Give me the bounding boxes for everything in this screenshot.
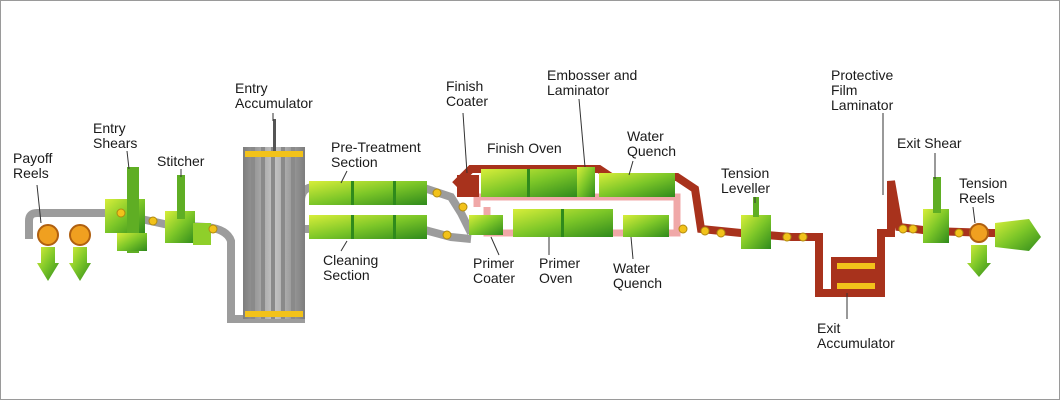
payoff-reel-1 (37, 224, 59, 281)
water-quench-top (599, 173, 675, 197)
label-embosser-laminator: Embosser and Laminator (547, 67, 638, 98)
label-finish-oven: Finish Oven (487, 140, 562, 156)
water-quench-bottom (623, 215, 669, 237)
exit-shear (923, 177, 949, 243)
stitcher (165, 175, 211, 245)
primer-oven (513, 209, 613, 237)
label-tension-leveller: Tension Leveller (721, 165, 771, 196)
label-exit-shear: Exit Shear (897, 135, 962, 151)
cleaning-section (309, 215, 427, 239)
label-entry-accumulator: Entry Accumulator (235, 80, 313, 111)
label-water-quench-bottom: Water Quench (613, 260, 663, 291)
label-stitcher: Stitcher (157, 153, 205, 169)
embosser-laminator (577, 167, 595, 197)
label-pre-treatment-section: Pre-Treatment Section (331, 139, 421, 170)
label-entry-shears: Entry Shears (93, 120, 138, 151)
tension-reels (967, 219, 1041, 277)
pre-treatment-section (309, 181, 427, 205)
payoff-reel-2 (69, 224, 91, 281)
tension-leveller (741, 197, 771, 249)
exit-accumulator (831, 257, 881, 293)
label-protective-film-laminator: Protective Film Laminator (831, 67, 894, 113)
label-water-quench-top: Water Quench (627, 128, 677, 159)
entry-accumulator (243, 119, 305, 319)
label-primer-oven: Primer Oven (539, 255, 581, 286)
line-rollers (116, 188, 964, 242)
label-tension-reels: Tension Reels (959, 175, 1008, 206)
entry-shears (105, 167, 147, 253)
finish-coater (457, 175, 479, 197)
label-exit-accumulator: Exit Accumulator (817, 320, 895, 351)
finish-oven (481, 169, 577, 197)
label-primer-coater: Primer Coater (473, 255, 516, 286)
label-payoff-reels: Payoff Reels (13, 150, 53, 181)
label-cleaning-section: Cleaning Section (323, 252, 379, 283)
entry-strip-path (25, 183, 475, 323)
primer-coater (469, 215, 503, 235)
label-finish-coater: Finish Coater (446, 78, 489, 109)
label-leader-lines (36, 98, 976, 319)
